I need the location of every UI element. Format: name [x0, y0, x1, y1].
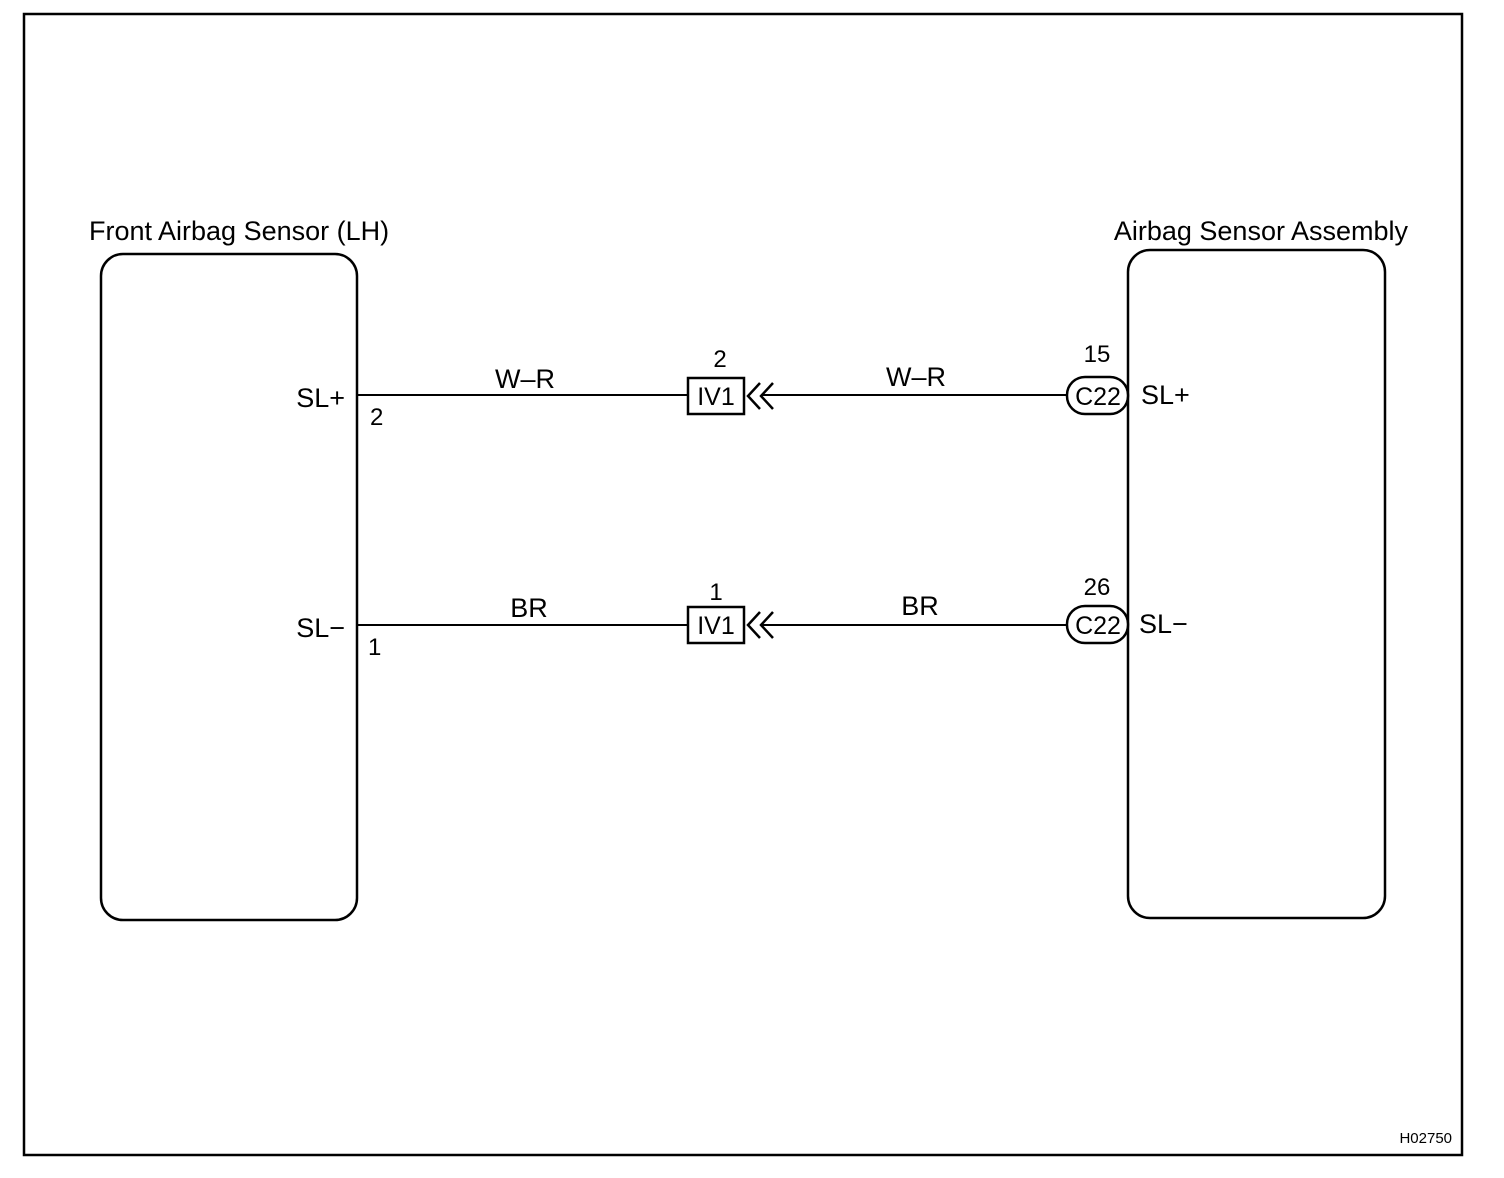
right-component-title: Airbag Sensor Assembly: [1114, 216, 1409, 246]
left-component-title: Front Airbag Sensor (LH): [89, 216, 389, 246]
diagram-frame: [22, 12, 1464, 1157]
circuit-sl-plus: SL+ 2 W–R 2 IV1 W–R 15 C22 SL+: [296, 341, 1190, 431]
left-component-box: [99, 252, 359, 922]
left-terminal-pin: 1: [368, 634, 381, 661]
wire-color-right: W–R: [886, 362, 946, 392]
junction-connector-label: IV1: [697, 612, 735, 640]
left-terminal-label: SL−: [296, 613, 345, 643]
wire-color-right: BR: [901, 591, 939, 621]
right-terminal-label: SL+: [1141, 380, 1190, 410]
right-terminal-pin: 15: [1084, 341, 1111, 368]
wire-color-left: W–R: [495, 364, 555, 394]
right-connector-label: C22: [1075, 612, 1121, 640]
junction-pin: 2: [713, 346, 726, 373]
right-terminal-pin: 26: [1084, 574, 1111, 601]
junction-connector-box: [686, 605, 746, 645]
right-connector-oval: [1065, 604, 1130, 645]
left-terminal-pin: 2: [370, 404, 383, 431]
right-connector-label: C22: [1075, 383, 1121, 411]
diagram-code: H02750: [1399, 1130, 1452, 1147]
right-terminal-label: SL−: [1139, 609, 1188, 639]
left-terminal-label: SL+: [296, 383, 345, 413]
junction-pin: 1: [709, 579, 722, 606]
junction-connector-label: IV1: [697, 383, 735, 411]
right-connector-oval: [1065, 375, 1130, 416]
wire-color-left: BR: [510, 593, 548, 623]
junction-connector-box: [686, 376, 746, 416]
right-component-box: [1126, 248, 1387, 920]
circuit-sl-minus: SL− 1 BR 1 IV1 BR 26 C22 SL−: [296, 574, 1188, 661]
